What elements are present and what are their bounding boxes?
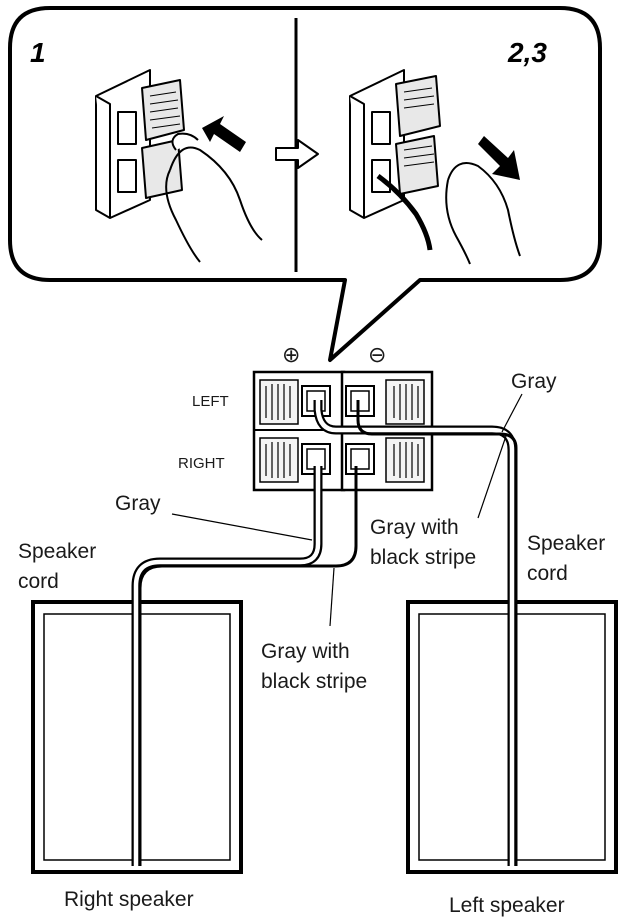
next-step-arrow-icon: [275, 139, 319, 169]
release-arrow-icon: [478, 136, 520, 180]
speaker-wire-end: [376, 173, 433, 251]
terminal-illustration-step1: [95, 69, 185, 219]
right-row-label: RIGHT: [178, 455, 225, 472]
minus-symbol: ⊖: [368, 342, 386, 367]
step-2-3-label: 2,3: [507, 37, 547, 68]
stripe-label-center-2: black stripe: [370, 546, 476, 569]
stripe-label-center-1: Gray with: [370, 516, 459, 539]
left-row-label: LEFT: [192, 393, 229, 410]
left-speaker-label: Left speaker: [449, 894, 565, 917]
stripe-label-lower-1: Gray with: [261, 640, 350, 663]
finger-icon-step23: [445, 162, 521, 265]
terminal-illustration-step23: [349, 69, 441, 219]
leader-lines: [171, 393, 523, 627]
right-speaker-cord: [131, 466, 358, 866]
gray-label-top: Gray: [511, 370, 557, 393]
speaker-cord-label-right-1: Speaker: [527, 532, 605, 555]
stripe-label-lower-2: black stripe: [261, 670, 367, 693]
speaker-terminal-block: ⊕ ⊖ LEFT: [178, 342, 434, 492]
speaker-cord-label-right-2: cord: [527, 562, 568, 585]
gray-label-left: Gray: [115, 492, 161, 515]
right-speaker-label: Right speaker: [64, 888, 194, 911]
push-arrow-icon: [202, 116, 246, 152]
speaker-cord-label-left-2: cord: [18, 570, 59, 593]
step-1-label: 1: [30, 37, 46, 68]
left-speaker-cord: [313, 400, 518, 866]
speaker-cord-label-left-1: Speaker: [18, 540, 96, 563]
finger-icon-step1: [165, 132, 263, 263]
callout-bubble: 1 2,3: [8, 6, 602, 362]
plus-symbol: ⊕: [282, 342, 300, 367]
